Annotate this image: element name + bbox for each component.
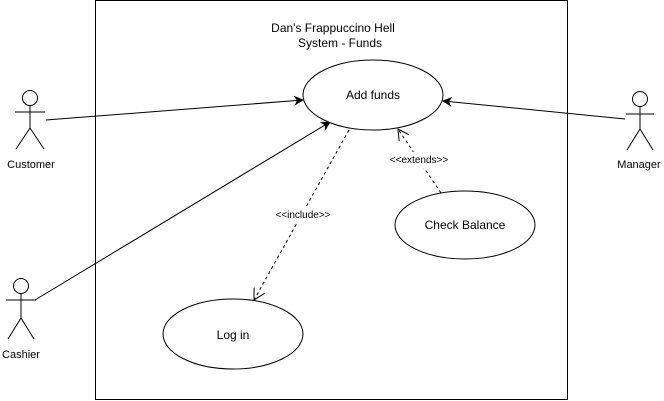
association-customer-add-funds: [45, 95, 304, 121]
actor-manager[interactable]: Manager: [617, 91, 661, 172]
system-title-line1: Dan's Frappuccino Hell: [271, 21, 395, 35]
association-cashier-add-funds: [34, 121, 331, 301]
actor-manager-label: Manager: [617, 159, 661, 171]
actor-customer-label: Customer: [7, 159, 55, 171]
stick-figure-icon: [6, 278, 36, 340]
stick-figure-icon: [626, 91, 654, 151]
actor-customer[interactable]: Customer: [7, 90, 55, 172]
actor-cashier[interactable]: Cashier: [2, 278, 40, 362]
association-manager-add-funds: [442, 96, 626, 120]
use-case-check-balance-label: Check Balance: [425, 218, 506, 232]
extends-label: <<extends>>: [390, 155, 449, 166]
use-case-log-in[interactable]: Log in: [162, 298, 304, 370]
system-title-line2: System - Funds: [298, 36, 382, 50]
use-case-log-in-label: Log in: [217, 328, 250, 342]
use-case-add-funds-label: Add funds: [346, 88, 400, 102]
use-case-add-funds[interactable]: Add funds: [302, 59, 444, 131]
actor-cashier-label: Cashier: [2, 349, 40, 361]
stick-figure-icon: [15, 90, 45, 150]
include-label: <<include>>: [275, 210, 330, 221]
use-case-check-balance[interactable]: Check Balance: [394, 190, 536, 260]
